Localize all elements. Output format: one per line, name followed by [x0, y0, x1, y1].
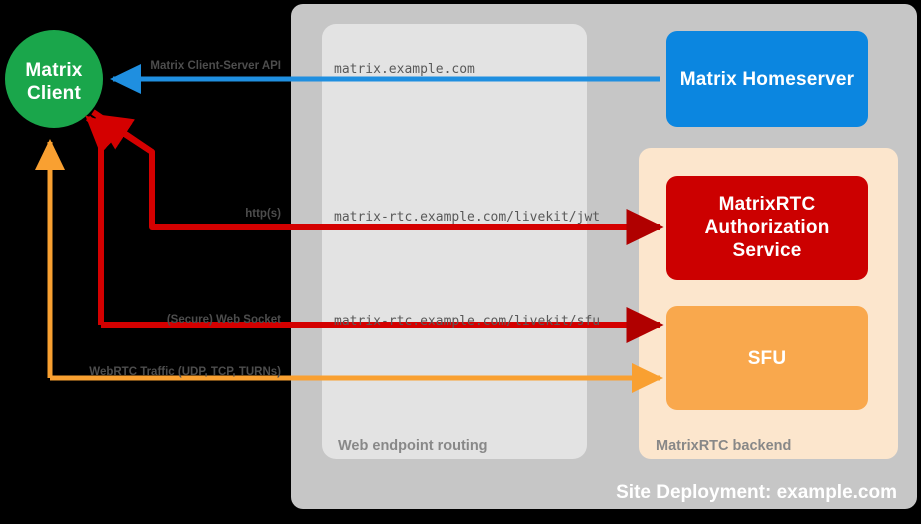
- node-matrix-homeserver[interactable]: [666, 31, 868, 127]
- edge-line-ws-return: [85, 115, 125, 325]
- node-matrix-client[interactable]: [5, 30, 103, 128]
- group-web-endpoint-routing: [322, 24, 587, 459]
- edge-webrtc-traffic: [35, 138, 664, 393]
- edge-line-jwt-return: [93, 113, 155, 227]
- node-matrixrtc-authorization-service[interactable]: [666, 176, 868, 280]
- node-sfu[interactable]: [666, 306, 868, 410]
- edge-secure-web-socket: [85, 115, 664, 343]
